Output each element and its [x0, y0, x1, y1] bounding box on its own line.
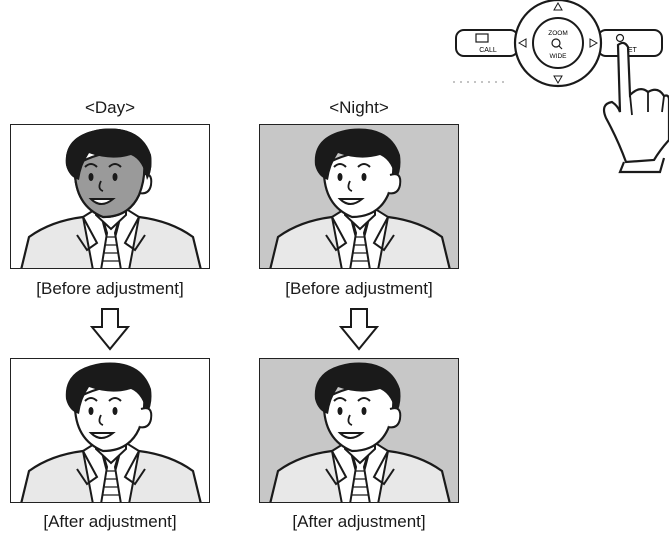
zoom-label: ZOOM [548, 30, 568, 37]
day-after-label: [After adjustment] [43, 512, 177, 531]
day-before-panel [10, 124, 210, 269]
left-arrow-icon [517, 38, 527, 48]
night-heading: <Night> [329, 98, 389, 117]
night-down-arrow-icon [339, 308, 379, 351]
day-down-arrow-icon [90, 308, 130, 351]
day-heading: <Day> [84, 98, 136, 117]
up-arrow-icon [553, 1, 563, 11]
pointing-hand-icon [602, 41, 669, 164]
right-arrow-icon [589, 38, 599, 48]
magnifier-icon [551, 38, 561, 48]
call-label: CALL [479, 47, 497, 54]
brightness-icon [615, 33, 625, 43]
day-before-label: [Before adjustment] [36, 279, 184, 298]
night-after-panel [259, 358, 459, 503]
night-before-panel [259, 124, 459, 269]
wide-label: WIDE [550, 53, 568, 60]
night-after-label: [After adjustment] [292, 512, 426, 531]
day-after-panel [10, 358, 210, 503]
camera-control-device: CALL SET ZOOM WIDE [453, 0, 669, 174]
set-label: SET [623, 47, 637, 54]
down-arrow-icon [553, 75, 563, 85]
night-before-label: [Before adjustment] [285, 279, 433, 298]
